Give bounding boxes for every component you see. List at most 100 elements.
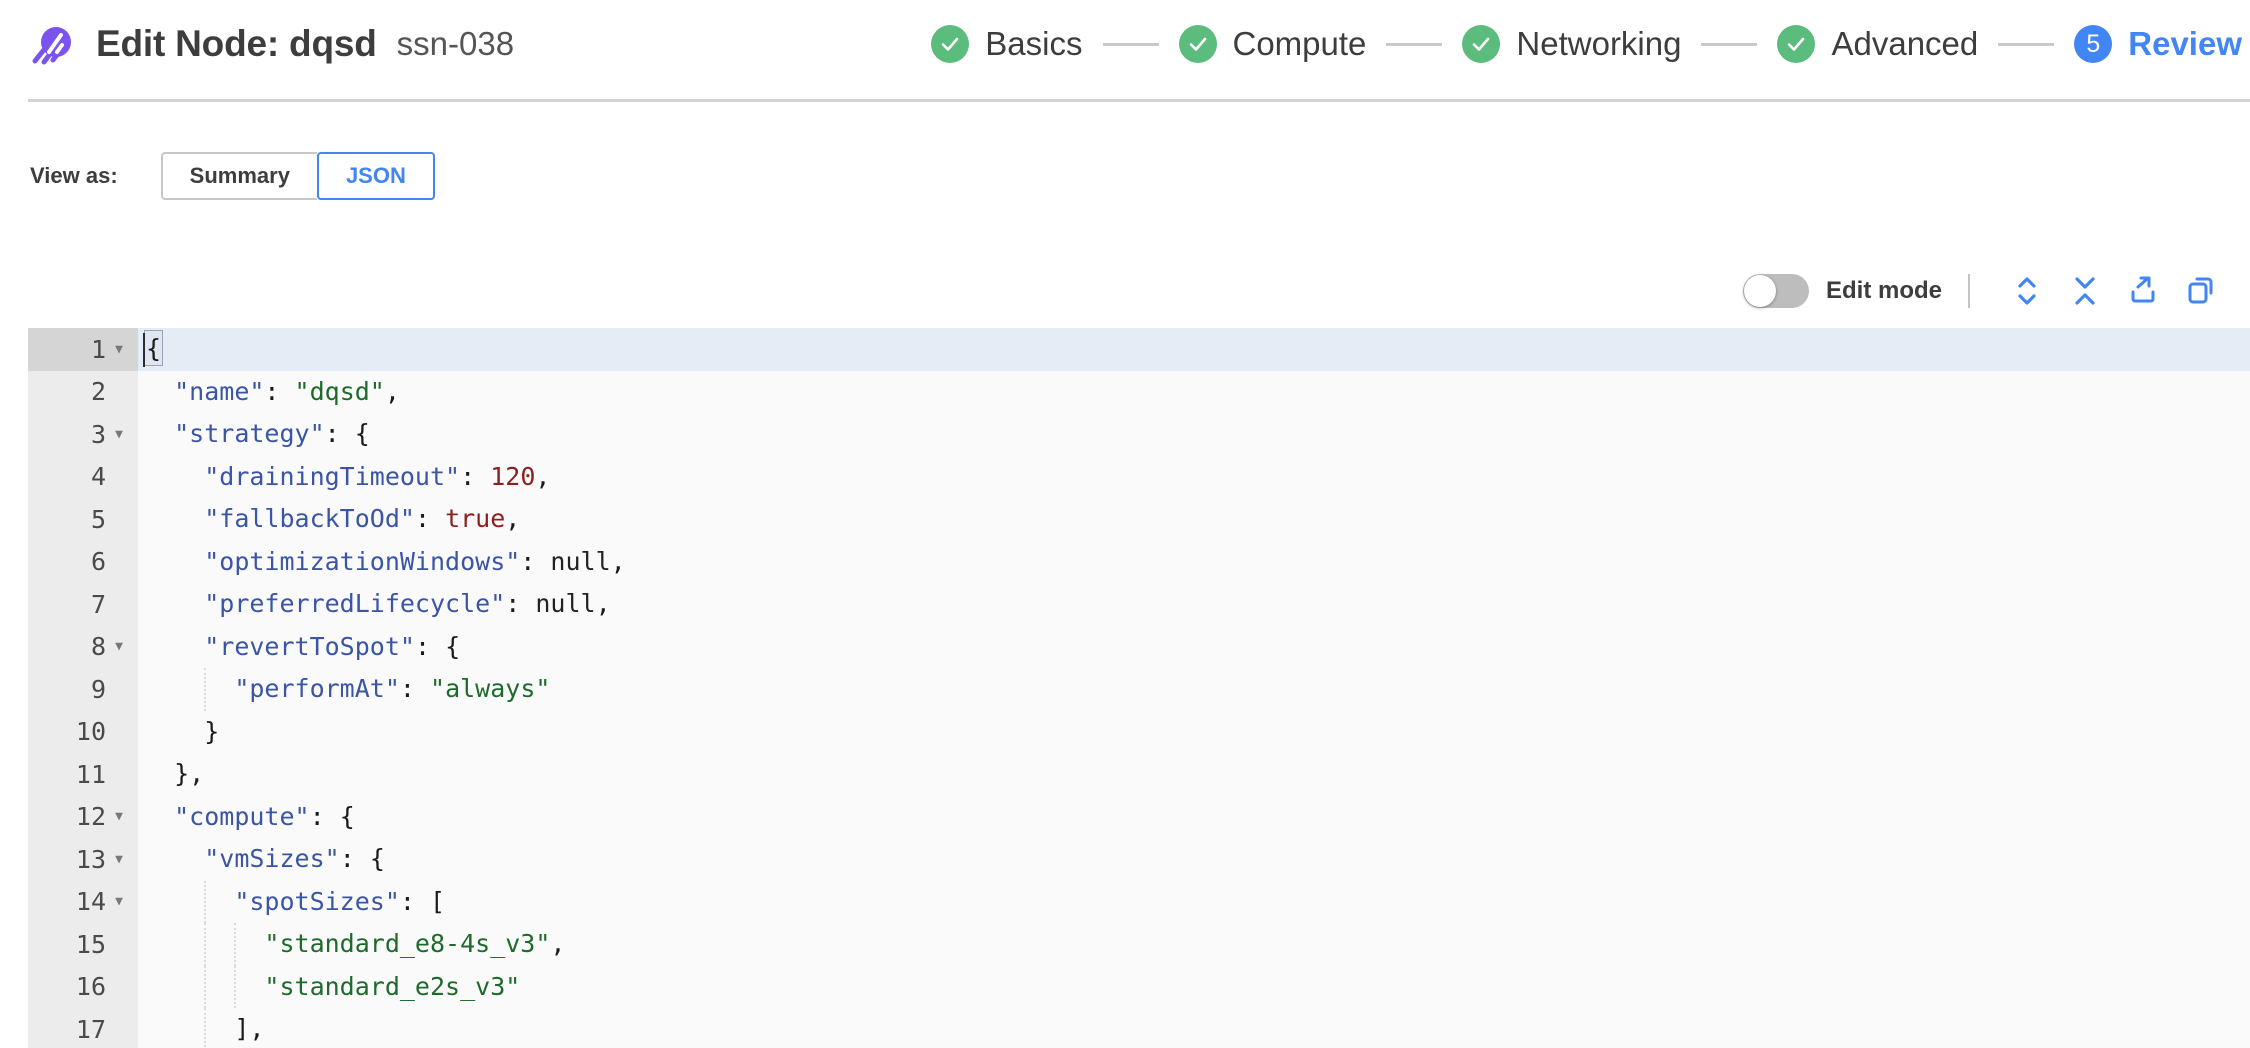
line-gutter: 13 ▼	[28, 838, 138, 881]
line-gutter: 12 ▼	[28, 795, 138, 838]
line-number: 13	[75, 844, 106, 874]
node-id: ssn-038	[396, 25, 515, 62]
view-as-summary-button[interactable]: Summary	[160, 152, 317, 200]
code-text: "standard_e2s_v3"	[264, 971, 521, 1001]
export-icon[interactable]	[2120, 271, 2166, 311]
code-text-cell[interactable]: "spotSizes": [	[138, 880, 2250, 923]
collapse-all-icon[interactable]	[2062, 271, 2108, 311]
code-text: "revertToSpot": {	[204, 631, 461, 661]
code-line[interactable]: 11▼ },	[28, 753, 2250, 796]
step-compute[interactable]: Compute	[1178, 25, 1367, 63]
line-number: 3	[90, 419, 106, 449]
line-number: 7	[90, 589, 106, 619]
line-number: 2	[90, 377, 106, 407]
indent-guide	[204, 668, 207, 711]
code-text-cell[interactable]: },	[138, 753, 2250, 796]
code-line[interactable]: 3▼ "strategy": {	[28, 413, 2250, 456]
step-review[interactable]: 5 Review	[2074, 25, 2242, 63]
code-text: "name": "dqsd",	[174, 376, 400, 406]
step-advanced[interactable]: Advanced	[1777, 25, 1978, 63]
code-text-cell[interactable]: "strategy": {	[138, 413, 2250, 456]
indent-guide	[234, 923, 237, 966]
step-review-label: Review	[2128, 25, 2242, 62]
fold-arrow-icon[interactable]: ▼	[115, 426, 123, 442]
code-line[interactable]: 6▼ "optimizationWindows": null,	[28, 540, 2250, 583]
code-text: ],	[234, 1014, 265, 1043]
code-line[interactable]: 9▼ "performAt": "always"	[28, 668, 2250, 711]
code-text-cell[interactable]: "performAt": "always"	[138, 668, 2250, 711]
step-connector	[1102, 42, 1159, 46]
line-number: 9	[90, 674, 106, 704]
fold-arrow-icon[interactable]: ▼	[115, 851, 123, 867]
code-text-cell[interactable]: "standard_e2s_v3"	[138, 965, 2250, 1008]
line-number: 12	[75, 802, 106, 832]
code-line[interactable]: 15▼ "standard_e8-4s_v3",	[28, 923, 2250, 966]
code-line[interactable]: 13 ▼ "vmSizes": {	[28, 838, 2250, 881]
json-editor[interactable]: 1▼{2▼ "name": "dqsd",3▼ "strategy": {4▼ …	[28, 328, 2250, 1048]
code-text-cell[interactable]: "name": "dqsd",	[138, 370, 2250, 413]
code-line[interactable]: 7▼ "preferredLifecycle": null,	[28, 583, 2250, 626]
code-text-cell[interactable]: "revertToSpot": {	[138, 625, 2250, 668]
line-number: 8	[90, 632, 106, 662]
code-text-cell[interactable]: "standard_e8-4s_v3",	[138, 923, 2250, 966]
code-text-cell[interactable]: "preferredLifecycle": null,	[138, 583, 2250, 626]
check-icon	[1788, 37, 1805, 51]
code-line[interactable]: 14▼ "spotSizes": [	[28, 880, 2250, 923]
code-text-cell[interactable]: "drainingTimeout": 120,	[138, 455, 2250, 498]
step-review-number: 5	[2086, 29, 2101, 58]
edit-mode-toggle[interactable]	[1742, 274, 1809, 308]
code-text: "preferredLifecycle": null,	[204, 589, 611, 618]
code-line[interactable]: 10▼ }	[28, 710, 2250, 753]
code-text: "performAt": "always"	[234, 674, 551, 703]
code-text-cell[interactable]: "vmSizes": {	[138, 838, 2250, 881]
code-line[interactable]: 5▼ "fallbackToOd": true,	[28, 498, 2250, 541]
line-gutter: 15▼	[28, 923, 138, 966]
code-text-cell[interactable]: {	[138, 328, 2250, 371]
code-text: "optimizationWindows": null,	[204, 546, 626, 576]
check-icon	[1189, 37, 1206, 51]
view-as-row: View as: Summary JSON	[30, 152, 435, 200]
code-line[interactable]: 4▼ "drainingTimeout": 120,	[28, 455, 2250, 498]
line-gutter: 14▼	[28, 880, 138, 923]
line-gutter: 5▼	[28, 498, 138, 541]
code-line[interactable]: 1▼{	[28, 328, 2250, 371]
fold-arrow-icon[interactable]: ▼	[115, 341, 123, 357]
code-text-cell[interactable]: ],	[138, 1008, 2250, 1048]
line-number: 17	[75, 1014, 106, 1044]
view-as-label: View as:	[30, 163, 118, 188]
view-as-json-button[interactable]: JSON	[316, 152, 435, 200]
code-line[interactable]: 16▼ "standard_e2s_v3"	[28, 965, 2250, 1008]
step-advanced-label: Advanced	[1831, 25, 1979, 62]
line-gutter: 9▼	[28, 668, 138, 711]
code-text-cell[interactable]: "fallbackToOd": true,	[138, 498, 2250, 541]
step-compute-label: Compute	[1232, 25, 1367, 62]
code-line[interactable]: 2▼ "name": "dqsd",	[28, 370, 2250, 413]
step-networking-badge	[1462, 25, 1501, 63]
line-gutter: 3▼	[28, 413, 138, 456]
editor-toolbar: Edit mode	[1742, 271, 2224, 311]
view-as-segmented-control: Summary JSON	[160, 152, 435, 200]
code-line[interactable]: 8 ▼ "revertToSpot": {	[28, 625, 2250, 668]
code-line[interactable]: 12 ▼ "compute": {	[28, 795, 2250, 838]
expand-all-icon[interactable]	[2004, 271, 2050, 311]
code-text-cell[interactable]: "compute": {	[138, 795, 2250, 838]
line-number: 15	[75, 929, 106, 959]
line-gutter: 6▼	[28, 540, 138, 583]
code-text: "spotSizes": [	[234, 886, 446, 916]
step-compute-badge	[1178, 25, 1217, 63]
line-gutter: 7▼	[28, 583, 138, 626]
indent-guide	[204, 965, 207, 1008]
code-text: },	[174, 759, 205, 788]
fold-arrow-icon[interactable]: ▼	[115, 894, 123, 910]
step-networking[interactable]: Networking	[1462, 25, 1681, 63]
fold-arrow-icon[interactable]: ▼	[115, 639, 123, 655]
check-icon	[1473, 37, 1490, 51]
line-number: 6	[90, 547, 106, 577]
code-text-cell[interactable]: }	[138, 710, 2250, 753]
step-basics[interactable]: Basics	[931, 25, 1083, 63]
copy-icon[interactable]	[2178, 271, 2224, 311]
fold-arrow-icon[interactable]: ▼	[115, 809, 123, 825]
code-text-cell[interactable]: "optimizationWindows": null,	[138, 540, 2250, 583]
line-number: 10	[75, 717, 106, 747]
code-line[interactable]: 17▼ ],	[28, 1008, 2250, 1048]
